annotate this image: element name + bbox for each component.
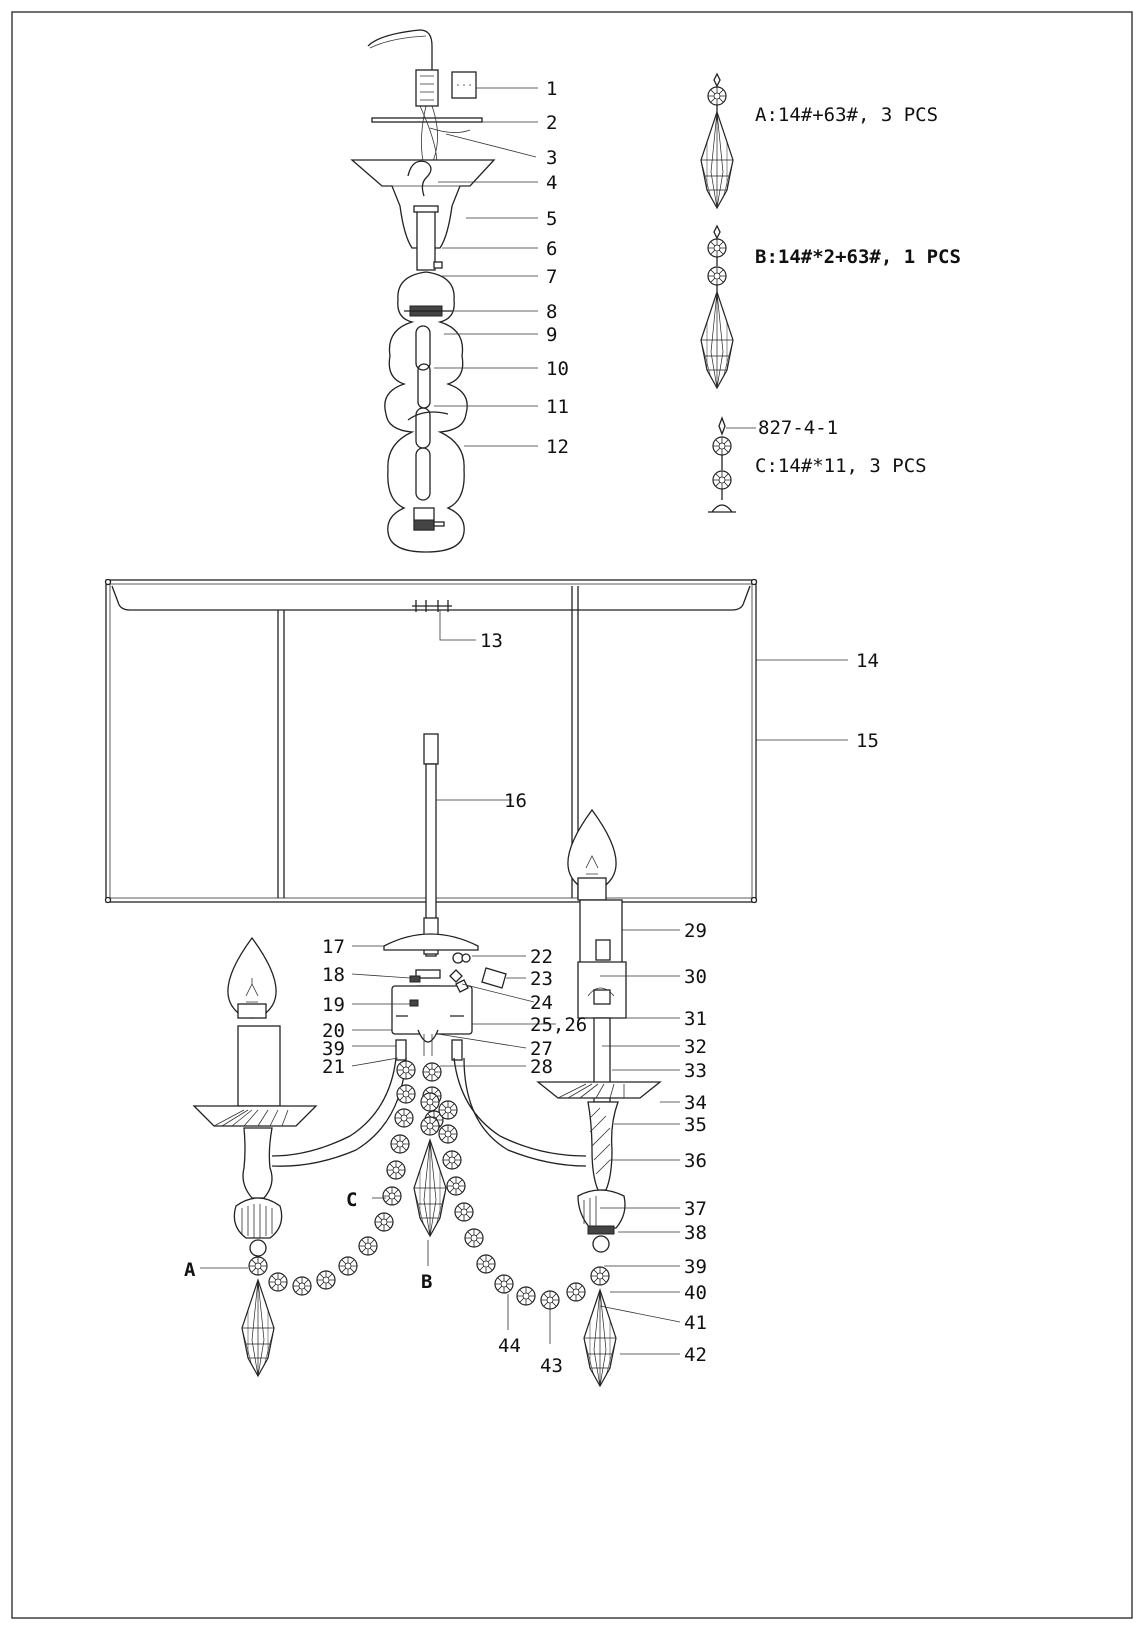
callout-27: 27	[530, 1038, 553, 1060]
callout-28: 28	[530, 1056, 553, 1078]
callout-41: 41	[684, 1312, 707, 1334]
callout-18: 18	[322, 964, 345, 986]
callout-16: 16	[504, 790, 527, 812]
junction-box	[391, 985, 473, 1035]
callout-14: 14	[856, 650, 879, 672]
callout-6: 6	[546, 238, 557, 260]
marker-c: C	[346, 1189, 357, 1211]
callout-19: 19	[322, 994, 345, 1016]
callout-9: 9	[546, 324, 557, 346]
callout-11: 11	[546, 396, 569, 418]
suspension-assembly	[350, 29, 496, 553]
callout-43: 43	[540, 1355, 563, 1377]
callout-20: 20	[322, 1020, 345, 1042]
callout-numbers: 1 2 3 4 5 6 7 8 9 10 11 12 13 14 15 16 1…	[184, 78, 879, 1377]
callout-35: 35	[684, 1114, 707, 1136]
callout-15: 15	[856, 730, 879, 752]
marker-a: A	[184, 1259, 196, 1281]
callout-7: 7	[546, 266, 557, 288]
callout-37: 37	[684, 1198, 707, 1220]
callout-leaders	[200, 87, 848, 1355]
callout-34: 34	[684, 1092, 707, 1114]
callout-10: 10	[546, 358, 569, 380]
callout-29: 29	[684, 920, 707, 942]
legend-c-label: C:14#*11, 3 PCS	[755, 455, 927, 477]
legend-b-label: B:14#*2+63#, 1 PCS	[755, 246, 961, 268]
callout-12: 12	[546, 436, 569, 458]
callout-21: 21	[322, 1056, 345, 1078]
right-bobeche	[536, 1081, 662, 1099]
callout-40: 40	[684, 1282, 707, 1304]
callout-1: 1	[546, 78, 557, 100]
callout-4: 4	[546, 172, 557, 194]
callout-44: 44	[498, 1335, 521, 1357]
callout-24: 24	[530, 992, 553, 1014]
terminal-box	[451, 71, 477, 99]
center-hardware	[391, 952, 507, 1061]
callout-22: 22	[530, 946, 553, 968]
callout-39-left: 39	[322, 1038, 345, 1060]
callout-23: 23	[530, 968, 553, 990]
callout-5: 5	[546, 208, 557, 230]
callout-38: 38	[684, 1222, 707, 1244]
legend-a-label: A:14#+63#, 3 PCS	[755, 104, 938, 126]
bottom-cap	[383, 933, 479, 951]
callout-36: 36	[684, 1150, 707, 1172]
marker-b: B	[421, 1271, 432, 1293]
callout-32: 32	[684, 1036, 707, 1058]
center-rod	[383, 733, 479, 957]
crystal-legend: A:14#+63#, 3 PCS B:14#*2+63#, 1 PCS 827-…	[700, 72, 961, 513]
callout-30: 30	[684, 966, 707, 988]
callout-2: 2	[546, 112, 557, 134]
callout-42: 42	[684, 1344, 707, 1366]
left-bobeche	[192, 1105, 318, 1127]
callout-31: 31	[684, 1008, 707, 1030]
callout-13: 13	[480, 630, 503, 652]
callout-39-right: 39	[684, 1256, 707, 1278]
callout-8: 8	[546, 301, 557, 323]
sheet-border	[11, 11, 1133, 1619]
callout-33: 33	[684, 1060, 707, 1082]
callout-25-26: 25,26	[530, 1014, 587, 1036]
callout-17: 17	[322, 936, 345, 958]
callout-3: 3	[546, 147, 557, 169]
legend-c-code: 827-4-1	[758, 417, 838, 439]
left-candle	[192, 936, 318, 1257]
